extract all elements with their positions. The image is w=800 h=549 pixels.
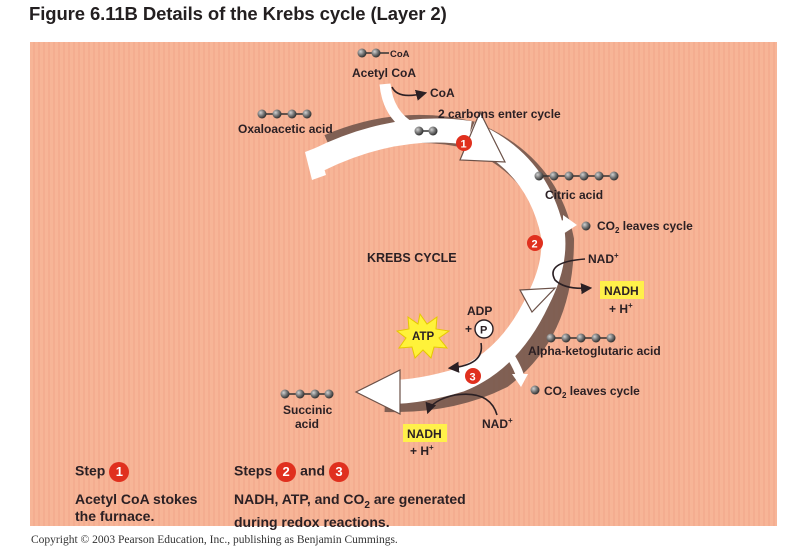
carbon-atom (324, 389, 334, 399)
nad-label: NAD+ (588, 251, 619, 266)
legend-steps-label: Steps (234, 462, 273, 479)
carbon-atom (371, 48, 381, 58)
step-badge-1: 1 (456, 135, 472, 151)
adp-to-atp-arrow (447, 342, 483, 373)
plus-sign: + (465, 322, 472, 336)
carbon-atom (280, 389, 290, 399)
acetyl-coa: CoA Acetyl CoA (352, 48, 416, 80)
carbon-atom (609, 171, 619, 181)
carbon-atom (564, 171, 574, 181)
entering-carbons (414, 126, 438, 136)
redox-step-3: NAD+ NADH + H+ (403, 393, 513, 458)
alpha-ketoglutaric-acid-label: Alpha-ketoglutaric acid (528, 344, 661, 358)
svg-text:3: 3 (470, 372, 476, 384)
step-badge-3: 3 (465, 368, 481, 384)
acetyl-coa-label: Acetyl CoA (352, 66, 416, 80)
acetyl-coa-tag: CoA (390, 49, 410, 60)
copyright-notice: Copyright © 2003 Pearson Education, Inc.… (31, 534, 398, 546)
legend-badge-1: 1 (109, 462, 130, 482)
succinic-acid-label-line2: acid (295, 417, 319, 431)
co2-label-1: CO2 leaves cycle (597, 219, 693, 235)
carbon-atom (576, 333, 586, 343)
carbon-atom (606, 333, 616, 343)
legend-badge-3: 3 (329, 462, 350, 482)
nadh-highlight (600, 281, 644, 299)
carbon-atom (594, 171, 604, 181)
step-badge-2: 2 (527, 235, 543, 251)
nad-to-nadh-arrow (425, 393, 498, 416)
redox-step-2: NAD+ NADH + H+ (552, 251, 644, 316)
carbon-atom (581, 221, 591, 231)
carbon-atom (272, 109, 282, 119)
nadh-label: NADH (407, 427, 442, 441)
nadh-label: NADH (604, 284, 639, 298)
carbon-atom (257, 109, 267, 119)
legend-and-label: and (300, 462, 326, 479)
legend-step-1-desc: Acetyl CoA stokes the furnace. (75, 491, 197, 525)
legend-step-label: Step (75, 462, 106, 479)
carbon-atom (287, 109, 297, 119)
succinic-acid: Succinic acid (280, 389, 334, 431)
nad-label: NAD+ (482, 416, 513, 431)
nadh-highlight (403, 424, 447, 442)
carbon-atom (302, 109, 312, 119)
svg-text:2: 2 (532, 239, 538, 251)
nad-to-nadh-arrow (552, 258, 593, 295)
cycle-arrow (305, 83, 577, 415)
svg-text:1: 1 (461, 139, 467, 151)
atp-production: ADP + P ATP (395, 304, 494, 373)
legend-step-23-line-2: during redox reactions. (234, 513, 390, 530)
carbon-atom (530, 385, 540, 395)
succinic-acid-label-line1: Succinic (283, 403, 333, 417)
legend-badge-2: 2 (276, 462, 297, 482)
co2-leaves-2: CO2 leaves cycle (530, 384, 640, 400)
legend-step-1-line-1: Acetyl CoA stokes (75, 491, 198, 507)
coa-release-arrow (391, 86, 428, 101)
co2-label-2: CO2 leaves cycle (544, 384, 640, 400)
carbon-atom (549, 171, 559, 181)
citric-acid: Citric acid (534, 171, 619, 202)
carbon-atom (534, 171, 544, 181)
carbon-atom (546, 333, 556, 343)
oxaloacetic-acid-label: Oxaloacetic acid (238, 122, 333, 136)
atp-star-icon (395, 312, 451, 359)
carbon-atom (310, 389, 320, 399)
carbon-atom (357, 48, 367, 58)
alpha-ketoglutaric-acid: Alpha-ketoglutaric acid (528, 333, 661, 358)
atp-label: ATP (412, 331, 434, 343)
carbon-atom (561, 333, 571, 343)
figure-title: Figure 6.11B Details of the Krebs cycle … (29, 3, 447, 24)
h-plus-label: + H+ (609, 301, 633, 316)
phosphate-circle (474, 319, 494, 339)
oxaloacetic-acid: Oxaloacetic acid (238, 109, 333, 136)
carbon-atom (428, 126, 438, 136)
legend-step-23-line-1: NADH, ATP, and CO2 are generated (234, 491, 466, 511)
krebs-cycle-label: KREBS CYCLE (367, 251, 457, 265)
carbon-atom (579, 171, 589, 181)
carbon-atom (295, 389, 305, 399)
citric-acid-label: Citric acid (545, 188, 603, 202)
co2-leaves-1: CO2 leaves cycle (581, 219, 693, 235)
phosphate-label: P (480, 325, 487, 337)
carbon-atom (414, 126, 424, 136)
coa-released-label: CoA (430, 86, 455, 100)
legend-step-1-line-2: the furnace. (75, 508, 155, 524)
h-plus-label: + H+ (410, 443, 434, 458)
carbons-enter-label: 2 carbons enter cycle (438, 107, 561, 121)
carbon-atom (591, 333, 601, 343)
legend-step-23-desc: NADH, ATP, and CO2 are generated during … (234, 491, 466, 531)
adp-label: ADP (467, 304, 492, 318)
